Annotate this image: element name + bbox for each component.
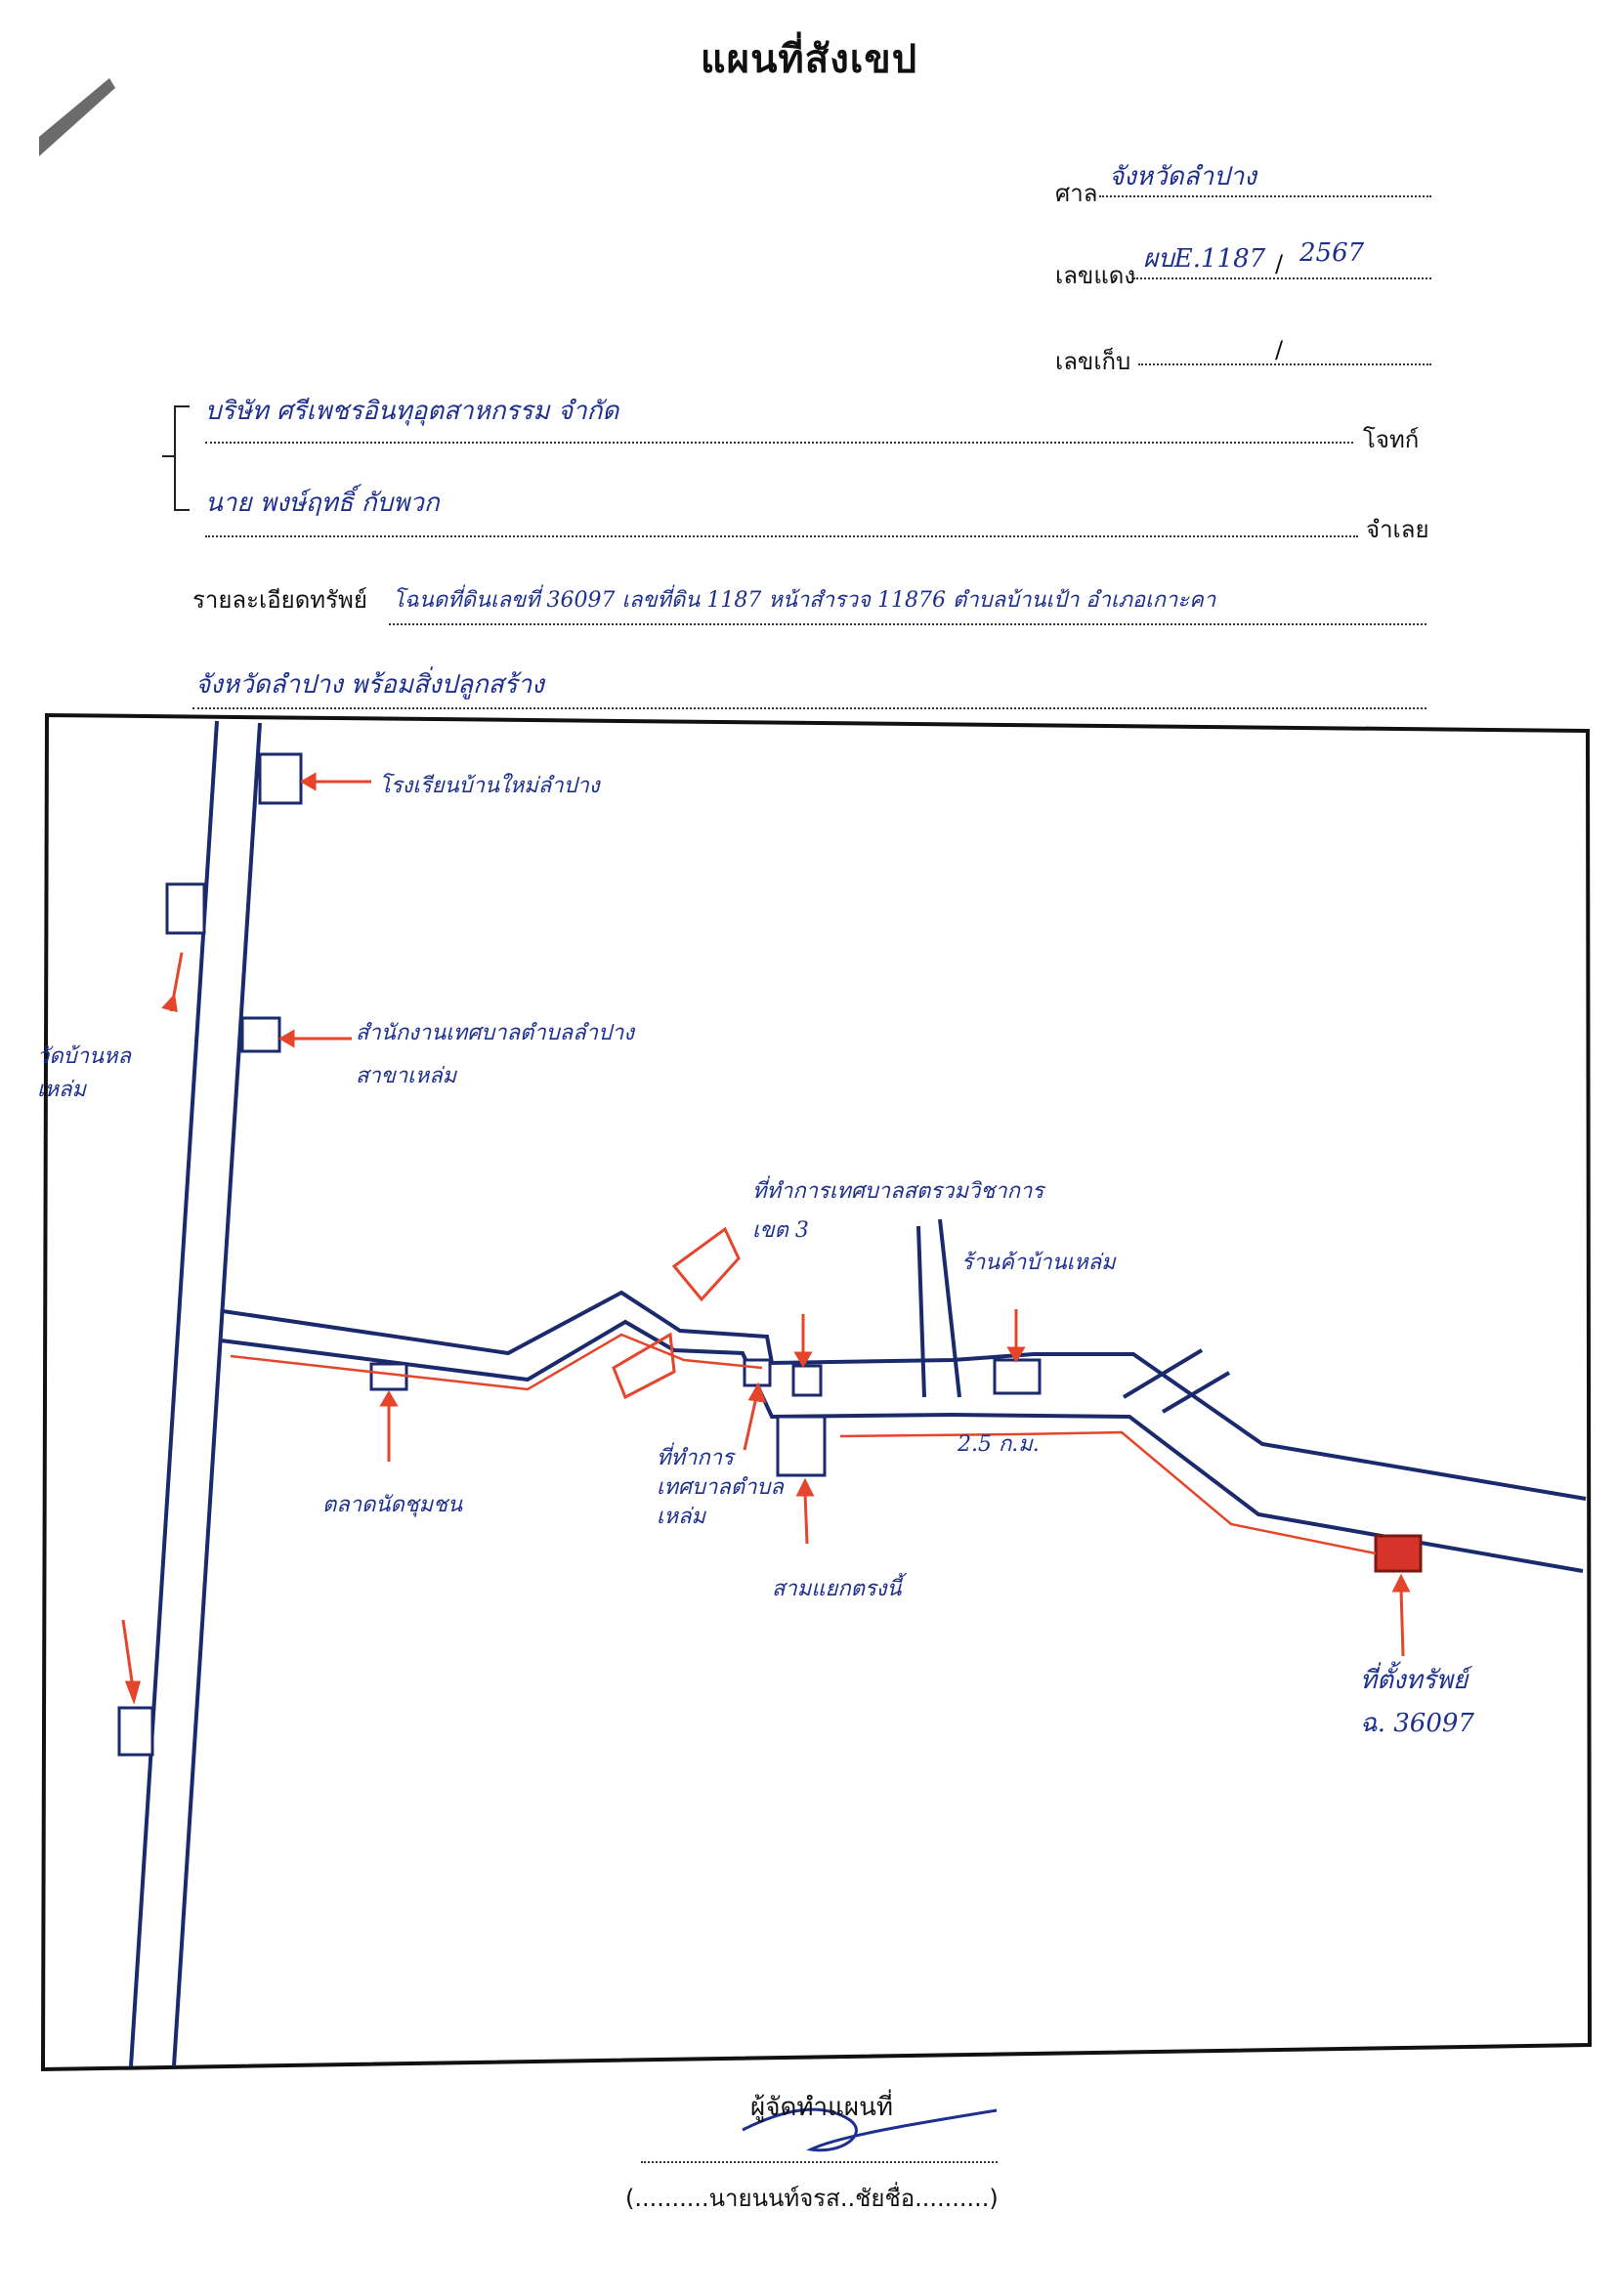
court-value: จังหวัดลำปาง: [1109, 162, 1256, 191]
court-dots: [1099, 195, 1431, 197]
property-line-1: โฉนดที่ดินเลขที่ 36097 เลขที่ดิน 1187 หน…: [393, 588, 1216, 613]
storage-slash: /: [1275, 336, 1284, 363]
label-shop: ร้านค้าบ้านเหล่ม: [961, 1251, 1116, 1275]
building-temple-left: [165, 882, 206, 935]
route-line-east: [839, 1430, 1377, 1555]
property-dots-1: [389, 623, 1426, 625]
map-maker-label: ผู้จัดทำแผนที่: [750, 2093, 893, 2122]
buildings: [117, 752, 1042, 1757]
building-small: [791, 1364, 823, 1397]
map-maker-name: (..........นายนนท์จรส..ชัยชื่อ..........…: [625, 2185, 999, 2212]
page-title: แผนที่สังเขป: [700, 37, 918, 82]
storage-dots: [1138, 363, 1431, 365]
court-label: ศาล: [1055, 180, 1098, 207]
property-label: รายละเอียดทรัพย์: [192, 586, 367, 614]
party-brace: [174, 405, 190, 511]
label-school-small: สามแยกตรงนี้: [772, 1577, 902, 1601]
defendant-value: นาย พงษ์ฤทธิ์ กับพวก: [205, 489, 440, 518]
building-health: [743, 1358, 772, 1387]
label-distance: 2.5 ก.ม.: [958, 1432, 1040, 1457]
label-temple-upper: ที่ทำการเทศบาลสตรวมวิชาการ เขต 3: [752, 1179, 1044, 1243]
label-health: ที่ทำการ เทศบาลตำบล เหล่ม: [657, 1446, 784, 1529]
property-dots-2: [192, 707, 1426, 709]
storage-label: เลขเก็บ: [1055, 348, 1131, 375]
plaintiff-label: โจทก์: [1363, 426, 1420, 453]
label-market: ตลาดนัดชุมชน: [322, 1493, 463, 1517]
map-frame: [40, 712, 1593, 2072]
building-shop: [993, 1358, 1042, 1395]
defendant-label: จำเลย: [1366, 516, 1429, 543]
hatched-patches: [612, 1226, 741, 1400]
red-no-label: เลขแดง: [1055, 262, 1136, 289]
property-marker: [1374, 1534, 1423, 1573]
signature-stroke: [742, 2107, 998, 2152]
label-top-school: โรงเรียนบ้านใหม่ลำปาง: [379, 774, 600, 798]
party-brace-tip: [162, 455, 174, 457]
route-line-west: [230, 1333, 763, 1391]
plaintiff-value: บริษัท ศรีเพชรอินทุอุตสาหกรรม จำกัด: [205, 397, 619, 426]
plaintiff-dots: [205, 442, 1353, 444]
defendant-dots: [205, 535, 1358, 537]
marker-arrows: [121, 772, 1411, 1705]
building-school: [776, 1415, 827, 1477]
red-no-year: 2567: [1299, 238, 1365, 268]
red-no-value: ผบE.1187: [1143, 244, 1266, 274]
main-road: [129, 720, 262, 2067]
scan-corner-mark: [39, 78, 115, 156]
property-line-2: จังหวัดลำปาง พร้อมสิ่งปลูกสร้าง: [195, 670, 544, 700]
building-office: [240, 1016, 281, 1053]
label-office: สำนักงานเทศบาลตำบลลำปาง สาขาเหล่ม: [356, 1021, 635, 1088]
signature-dots: [641, 2161, 998, 2163]
building-lower-left: [117, 1706, 154, 1757]
building-market: [369, 1362, 408, 1391]
building-top-school: [258, 752, 303, 805]
red-no-slash: /: [1275, 250, 1284, 277]
label-left-side: วัดบ้านหล เหล่ม: [37, 1044, 131, 1102]
side-roads: [916, 1218, 1231, 1414]
east-road: [220, 1290, 1587, 1573]
label-property-tag: ที่ตั้งทรัพย์ ฉ. 36097: [1360, 1666, 1474, 1738]
red-no-dots: [1133, 277, 1431, 279]
